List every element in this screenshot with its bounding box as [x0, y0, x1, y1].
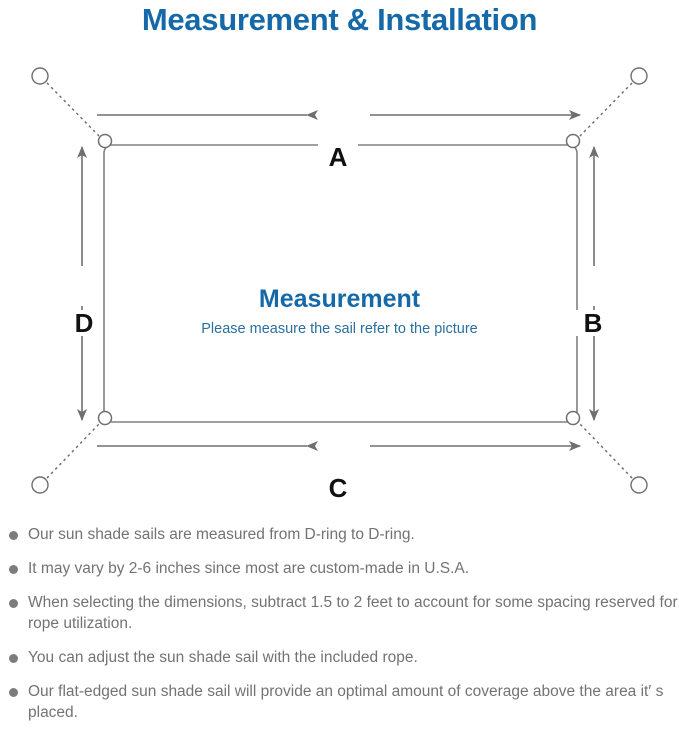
bullet-icon — [9, 531, 18, 540]
list-item-text: When selecting the dimensions, subtract … — [28, 594, 678, 632]
rope-bottom-right — [579, 423, 633, 479]
d-ring-top-left — [97, 133, 113, 149]
bullet-icon — [9, 688, 18, 697]
page-title: Measurement & Installation — [141, 2, 538, 37]
list-item: Our sun shade sails are measured from D-… — [0, 524, 679, 545]
rope-bottom-left — [46, 423, 100, 479]
list-item: Our flat-edged sun shade sail will provi… — [0, 681, 679, 723]
anchor-point-bottom-right — [630, 476, 648, 494]
notes-list: Our sun shade sails are measured from D-… — [0, 524, 679, 736]
anchor-point-top-left — [31, 67, 49, 85]
list-item-text: You can adjust the sun shade sail with t… — [28, 649, 418, 666]
list-item-text: Our sun shade sails are measured from D-… — [28, 526, 415, 543]
dimension-label-b: B — [575, 310, 611, 336]
dimension-label-d: D — [66, 310, 102, 336]
list-item: It may vary by 2-6 inches since most are… — [0, 558, 679, 579]
sail-center-subtext: Please measure the sail refer to the pic… — [201, 321, 478, 337]
list-item: When selecting the dimensions, subtract … — [0, 592, 679, 634]
d-ring-bottom-right — [565, 410, 581, 426]
rope-top-left — [46, 82, 100, 137]
bullet-icon — [9, 654, 18, 663]
bullet-icon — [9, 599, 18, 608]
anchor-point-bottom-left — [31, 476, 49, 494]
dimension-label-a: A — [318, 144, 358, 170]
anchor-point-top-right — [630, 67, 648, 85]
list-item-text: It may vary by 2-6 inches since most are… — [28, 560, 470, 577]
rope-top-right — [579, 82, 633, 137]
d-ring-top-right — [565, 133, 581, 149]
bullet-icon — [9, 565, 18, 574]
sail-measurement-diagram: Measurement Please measure the sail refe… — [0, 44, 679, 514]
sail-center-heading: Measurement — [258, 285, 421, 313]
list-item-text: Our flat-edged sun shade sail will provi… — [28, 683, 664, 721]
dimension-label-c: C — [318, 475, 358, 501]
d-ring-bottom-left — [97, 410, 113, 426]
list-item: You can adjust the sun shade sail with t… — [0, 647, 679, 668]
